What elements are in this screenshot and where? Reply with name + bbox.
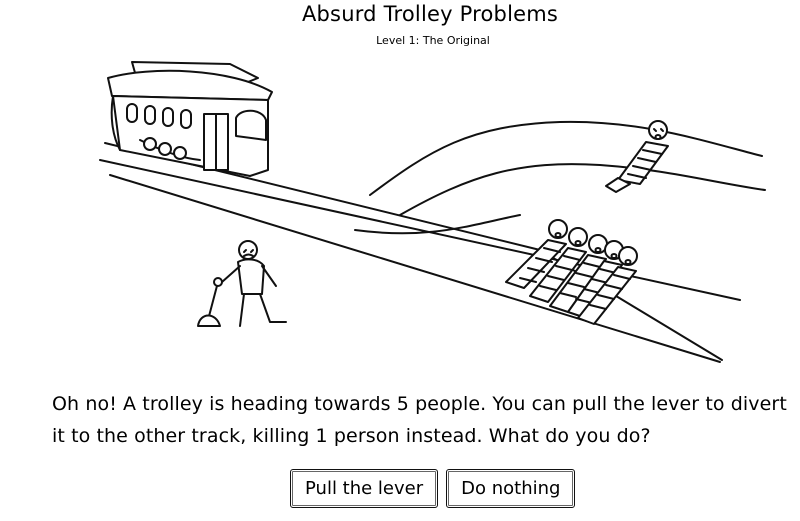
dilemma-prompt: Oh no! A trolley is heading towards 5 pe… [52,393,787,447]
lever-man [197,240,287,327]
choice-buttons: Pull the lever Do nothing [290,469,576,508]
five-people [505,219,638,325]
side-track [354,120,766,235]
single-person [605,120,669,193]
do-nothing-button[interactable]: Do nothing [446,469,576,508]
level-subtitle: Level 1: The Original [376,34,490,47]
trolley [107,61,273,177]
trolley-scene [0,48,800,378]
game-title: Absurd Trolley Problems [301,2,559,26]
pull-lever-button[interactable]: Pull the lever [290,469,439,508]
